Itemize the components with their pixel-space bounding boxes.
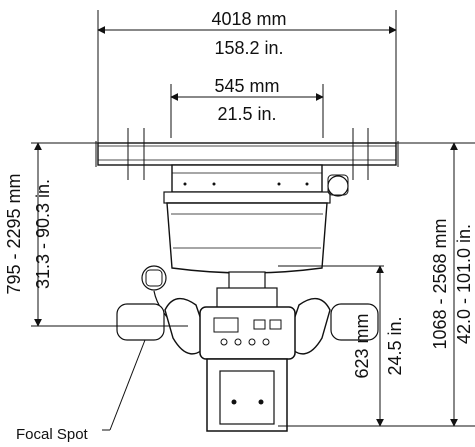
overall-width-mm: 4018 mm: [211, 9, 286, 29]
focal-spot-label: Focal Spot: [16, 426, 89, 443]
rail-width-in: 21.5 in.: [217, 104, 276, 124]
height-range-in: 42.0 - 101.0 in.: [454, 224, 474, 344]
rail-width-mm: 545 mm: [214, 76, 279, 96]
focal-spot-callout: Focal Spot: [16, 325, 188, 443]
overall-width-dimension: 4018 mm 158.2 in.: [97, 9, 397, 147]
vertical-travel-dimension: 795 - 2295 mm 31.3 - 90.3 in.: [4, 142, 182, 327]
tube-head-assembly: [116, 297, 379, 432]
focal-height-dimension: 623 mm 24.5 in.: [278, 265, 405, 427]
carriage-assembly: [141, 164, 349, 333]
vertical-travel-in: 31.3 - 90.3 in.: [33, 179, 53, 289]
focal-height-mm: 623 mm: [352, 313, 372, 378]
overall-width-in: 158.2 in.: [214, 38, 283, 58]
height-range-dimension: 1068 - 2568 mm 42.0 - 101.0 in.: [384, 142, 475, 427]
focal-height-in: 24.5 in.: [385, 316, 405, 375]
rail-width-dimension: 545 mm 21.5 in.: [170, 76, 324, 138]
height-range-mm: 1068 - 2568 mm: [430, 218, 450, 349]
ceiling-rail: [95, 128, 399, 180]
vertical-travel-mm: 795 - 2295 mm: [4, 173, 24, 294]
